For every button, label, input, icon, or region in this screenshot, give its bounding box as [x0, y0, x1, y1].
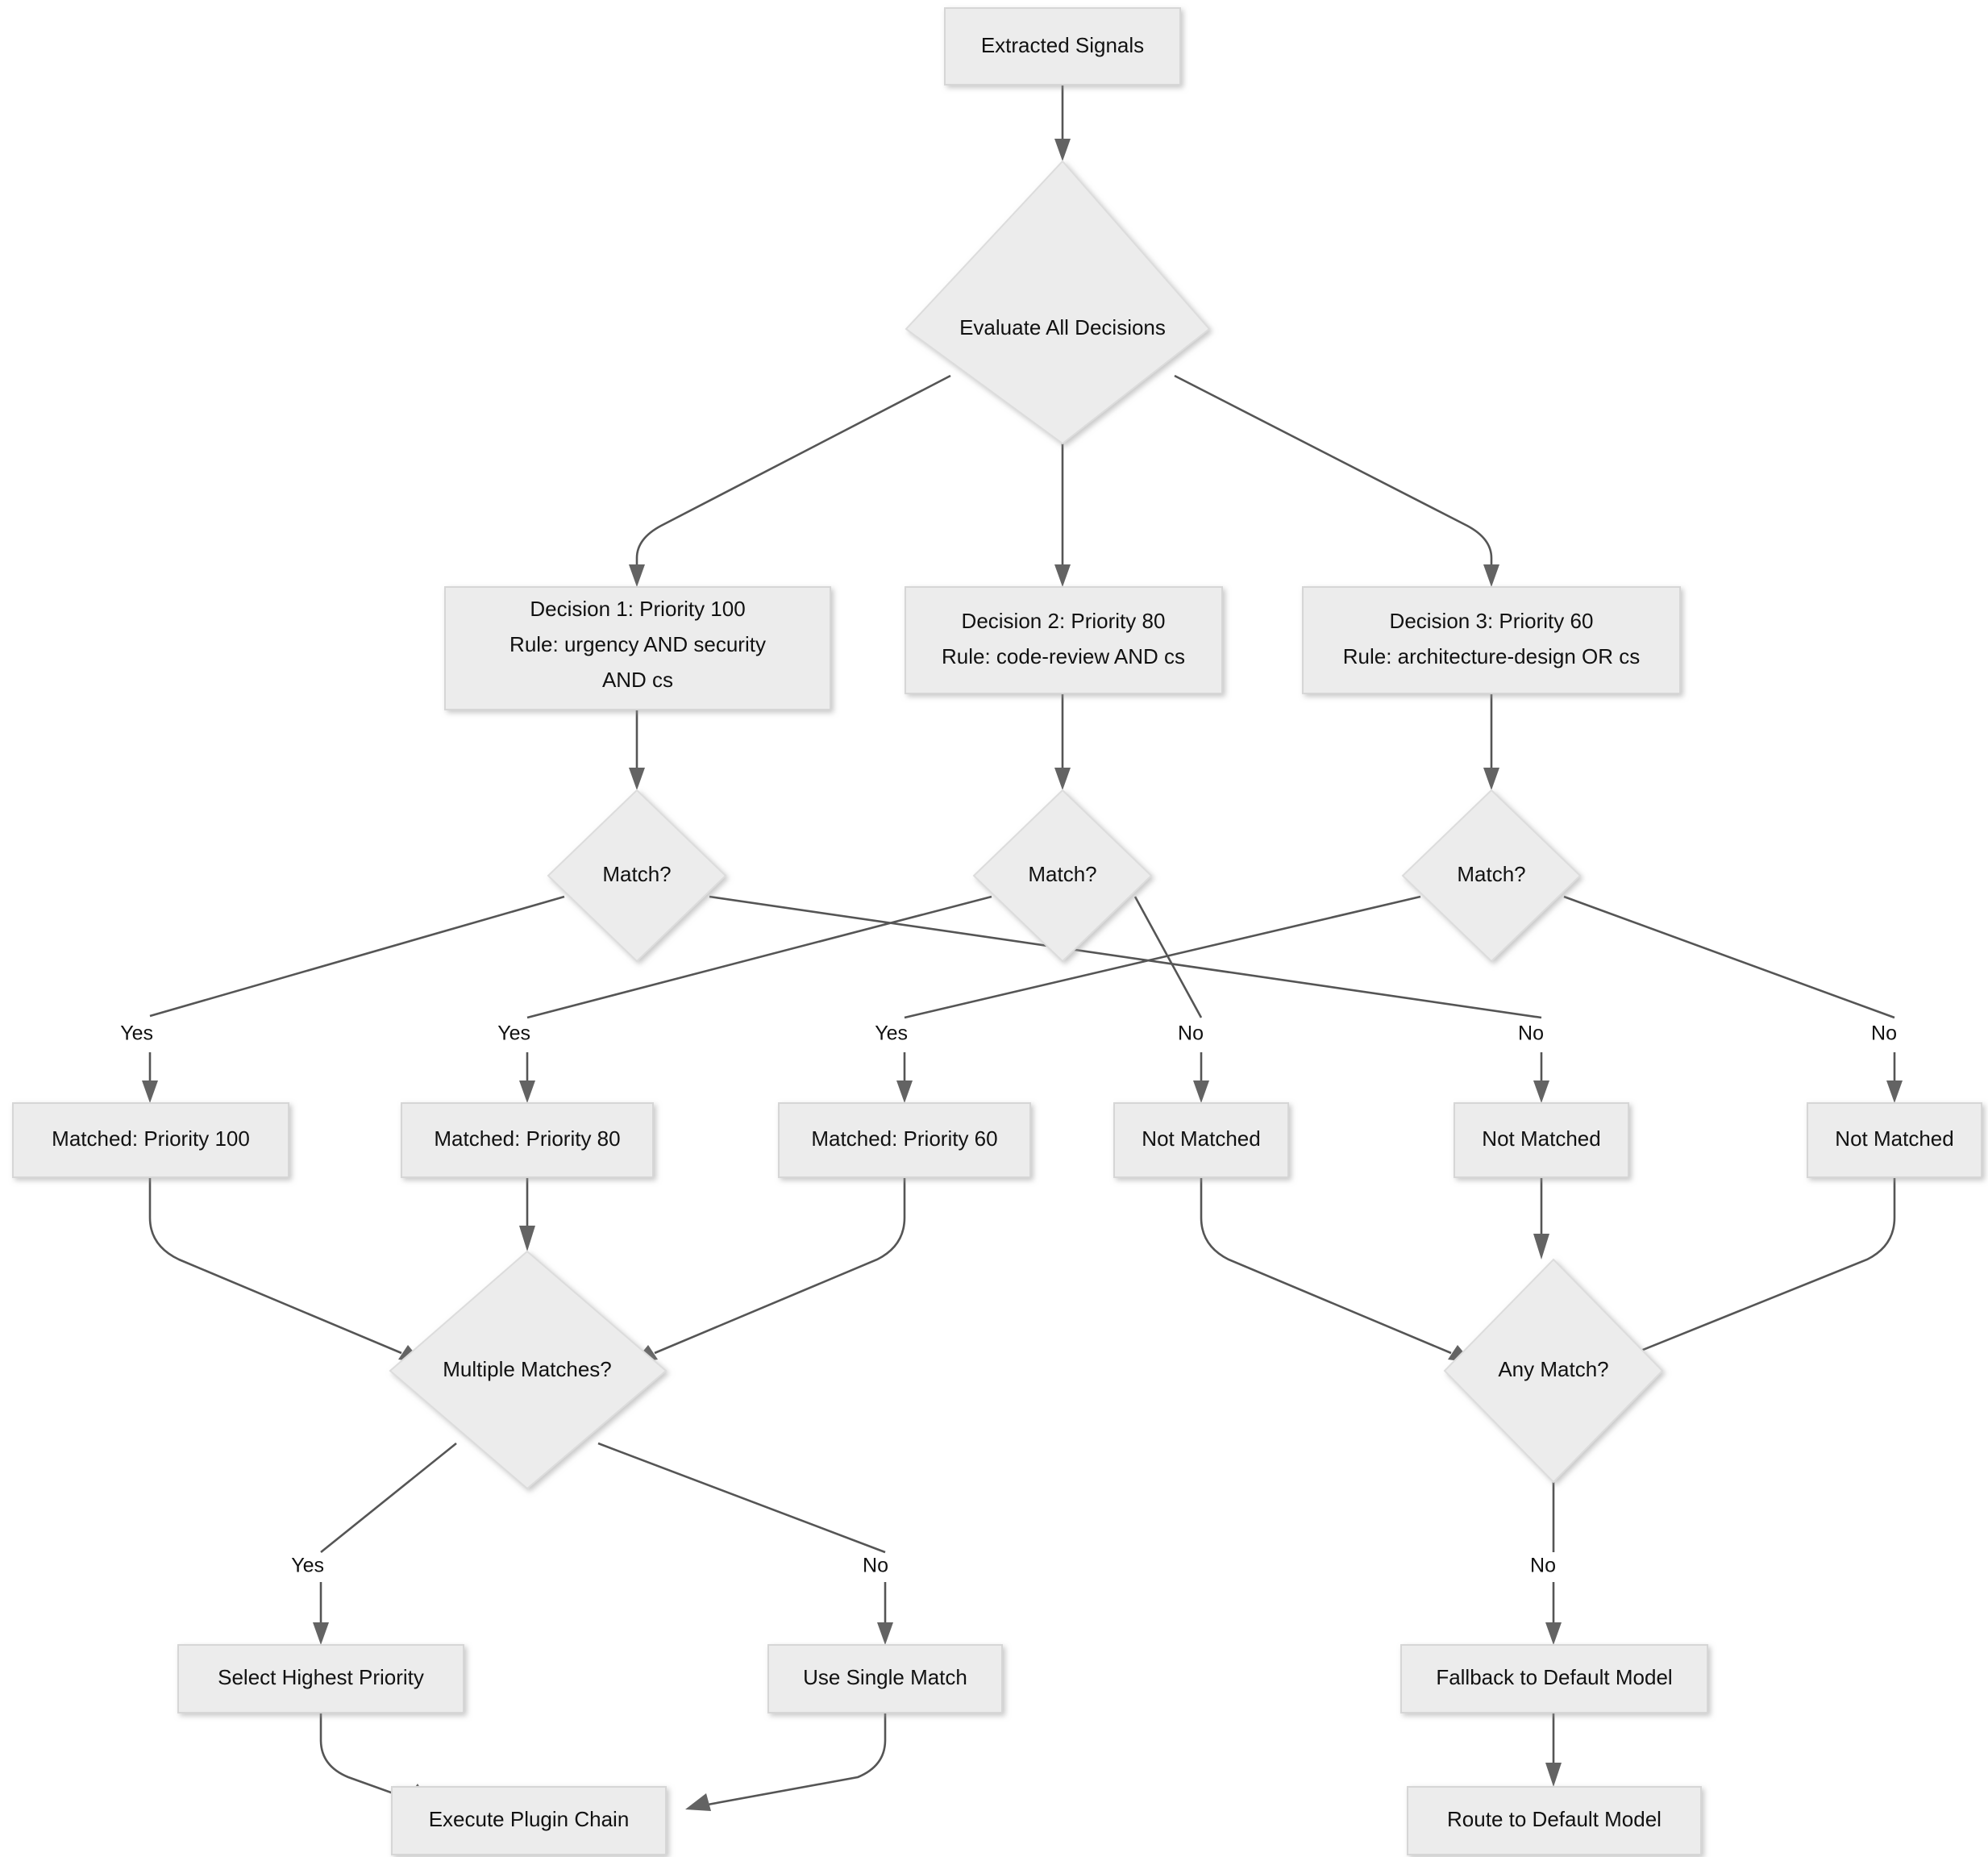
node-label-any-match: Any Match? [1498, 1357, 1608, 1381]
node-label-decision-2-line1: Decision 2: Priority 80 [962, 609, 1166, 633]
edge-label-match3-yes: Yes [875, 1022, 908, 1045]
edge-matched-60-to-multiple-matches [634, 1177, 906, 1363]
edge-match-3-to-not-matched-3 [1563, 895, 1903, 1103]
node-label-use-single: Use Single Match [803, 1665, 967, 1689]
node-label-execute-plugin: Execute Plugin Chain [429, 1807, 630, 1831]
edge-label-multi-yes: Yes [291, 1555, 324, 1577]
node-label-decision-3-line1: Decision 3: Priority 60 [1390, 609, 1594, 633]
edge-decision-2-to-match-2 [1054, 693, 1071, 790]
node-label-decision-1-line3: AND cs [602, 668, 673, 692]
node-decision-2[interactable]: Decision 2: Priority 80 Rule: code-revie… [905, 586, 1223, 694]
edge-not-matched-2-to-any-match [1533, 1177, 1549, 1260]
edge-decision-1-to-match-1 [629, 710, 645, 790]
edge-not-matched-1-to-any-match [1200, 1177, 1472, 1363]
node-match-3[interactable]: Match? [1401, 789, 1582, 963]
edge-use-single-to-execute-plugin [685, 1713, 887, 1811]
edge-matched-100-to-multiple-matches [148, 1177, 422, 1363]
node-label-extracted-signals: Extracted Signals [981, 33, 1144, 57]
node-select-highest-priority[interactable]: Select Highest Priority [177, 1644, 464, 1713]
node-evaluate-all-decisions[interactable]: Evaluate All Decisions [905, 160, 1211, 445]
node-match-1[interactable]: Match? [547, 789, 727, 963]
node-label-fallback-default: Fallback to Default Model [1436, 1665, 1672, 1689]
node-label-match-2: Match? [1028, 862, 1096, 886]
edge-label-match3-no: No [1871, 1022, 1897, 1045]
node-multiple-matches[interactable]: Multiple Matches? [389, 1250, 668, 1490]
node-label-matched-100: Matched: Priority 100 [52, 1126, 250, 1151]
node-label-route-default: Route to Default Model [1447, 1807, 1662, 1831]
node-matched-priority-100[interactable]: Matched: Priority 100 [12, 1102, 289, 1178]
edge-label-match1-yes: Yes [120, 1022, 153, 1045]
node-matched-priority-60[interactable]: Matched: Priority 60 [778, 1102, 1031, 1178]
node-label-matched-80: Matched: Priority 80 [434, 1126, 620, 1151]
node-label-decision-3-line2: Rule: architecture-design OR cs [1343, 644, 1640, 668]
node-label-decision-1-line1: Decision 1: Priority 100 [530, 597, 745, 621]
edge-match-1-to-matched-100 [142, 895, 565, 1103]
node-label-select-highest: Select Highest Priority [218, 1665, 424, 1689]
node-execute-plugin-chain[interactable]: Execute Plugin Chain [391, 1786, 667, 1855]
edge-not-matched-3-to-any-match [1614, 1177, 1896, 1363]
edge-label-match2-no: No [1178, 1022, 1204, 1045]
edge-match-1-to-not-matched-2 [709, 895, 1549, 1103]
node-label-evaluate-all-decisions: Evaluate All Decisions [959, 315, 1166, 339]
edge-label-match2-yes: Yes [497, 1022, 530, 1045]
edge-multiple-matches-to-select-highest [313, 1442, 457, 1645]
node-any-match[interactable]: Any Match? [1443, 1258, 1664, 1484]
node-label-decision-2-line2: Rule: code-review AND cs [942, 644, 1185, 668]
edge-label-any-no: No [1530, 1555, 1556, 1577]
node-not-matched-2[interactable]: Not Matched [1454, 1102, 1629, 1178]
node-label-not-matched-3: Not Matched [1835, 1126, 1953, 1151]
edge-evaluate-all-to-decision-1 [629, 374, 951, 587]
node-label-matched-60: Matched: Priority 60 [811, 1126, 997, 1151]
node-label-match-1: Match? [602, 862, 671, 886]
node-decision-3[interactable]: Decision 3: Priority 60 Rule: architectu… [1302, 586, 1681, 694]
edge-evaluate-all-to-decision-3 [1174, 374, 1499, 587]
node-route-to-default-model[interactable]: Route to Default Model [1407, 1786, 1702, 1855]
node-label-match-3: Match? [1457, 862, 1525, 886]
edge-label-match1-no: No [1518, 1022, 1544, 1045]
edge-evaluate-all-to-decision-2 [1054, 443, 1071, 587]
edge-extracted-signals-to-evaluate-all [1054, 85, 1071, 161]
node-label-decision-1-line2: Rule: urgency AND security [509, 632, 766, 656]
edge-fallback-default-to-route-default [1545, 1713, 1562, 1787]
edge-matched-80-to-multiple-matches [519, 1177, 535, 1251]
edge-match-2-to-matched-80 [519, 895, 992, 1103]
node-label-multiple-matches: Multiple Matches? [443, 1357, 612, 1381]
edge-decision-3-to-match-3 [1483, 693, 1499, 790]
node-not-matched-3[interactable]: Not Matched [1807, 1102, 1982, 1178]
node-use-single-match[interactable]: Use Single Match [767, 1644, 1003, 1713]
node-label-not-matched-2: Not Matched [1482, 1126, 1600, 1151]
edge-multiple-matches-to-use-single [597, 1442, 893, 1645]
node-fallback-to-default-model[interactable]: Fallback to Default Model [1400, 1644, 1708, 1713]
node-extracted-signals[interactable]: Extracted Signals [944, 7, 1181, 85]
edge-labels-layer: Yes Yes Yes No No No Yes No No [120, 1022, 1897, 1577]
node-match-2[interactable]: Match? [972, 789, 1153, 963]
edge-match-2-to-not-matched-1 [1133, 896, 1209, 1103]
node-matched-priority-80[interactable]: Matched: Priority 80 [401, 1102, 654, 1178]
node-not-matched-1[interactable]: Not Matched [1113, 1102, 1289, 1178]
node-label-not-matched-1: Not Matched [1142, 1126, 1260, 1151]
node-decision-1[interactable]: Decision 1: Priority 100 Rule: urgency A… [444, 586, 831, 710]
edge-label-multi-no: No [863, 1555, 888, 1577]
edge-match-3-to-matched-60 [896, 895, 1421, 1103]
